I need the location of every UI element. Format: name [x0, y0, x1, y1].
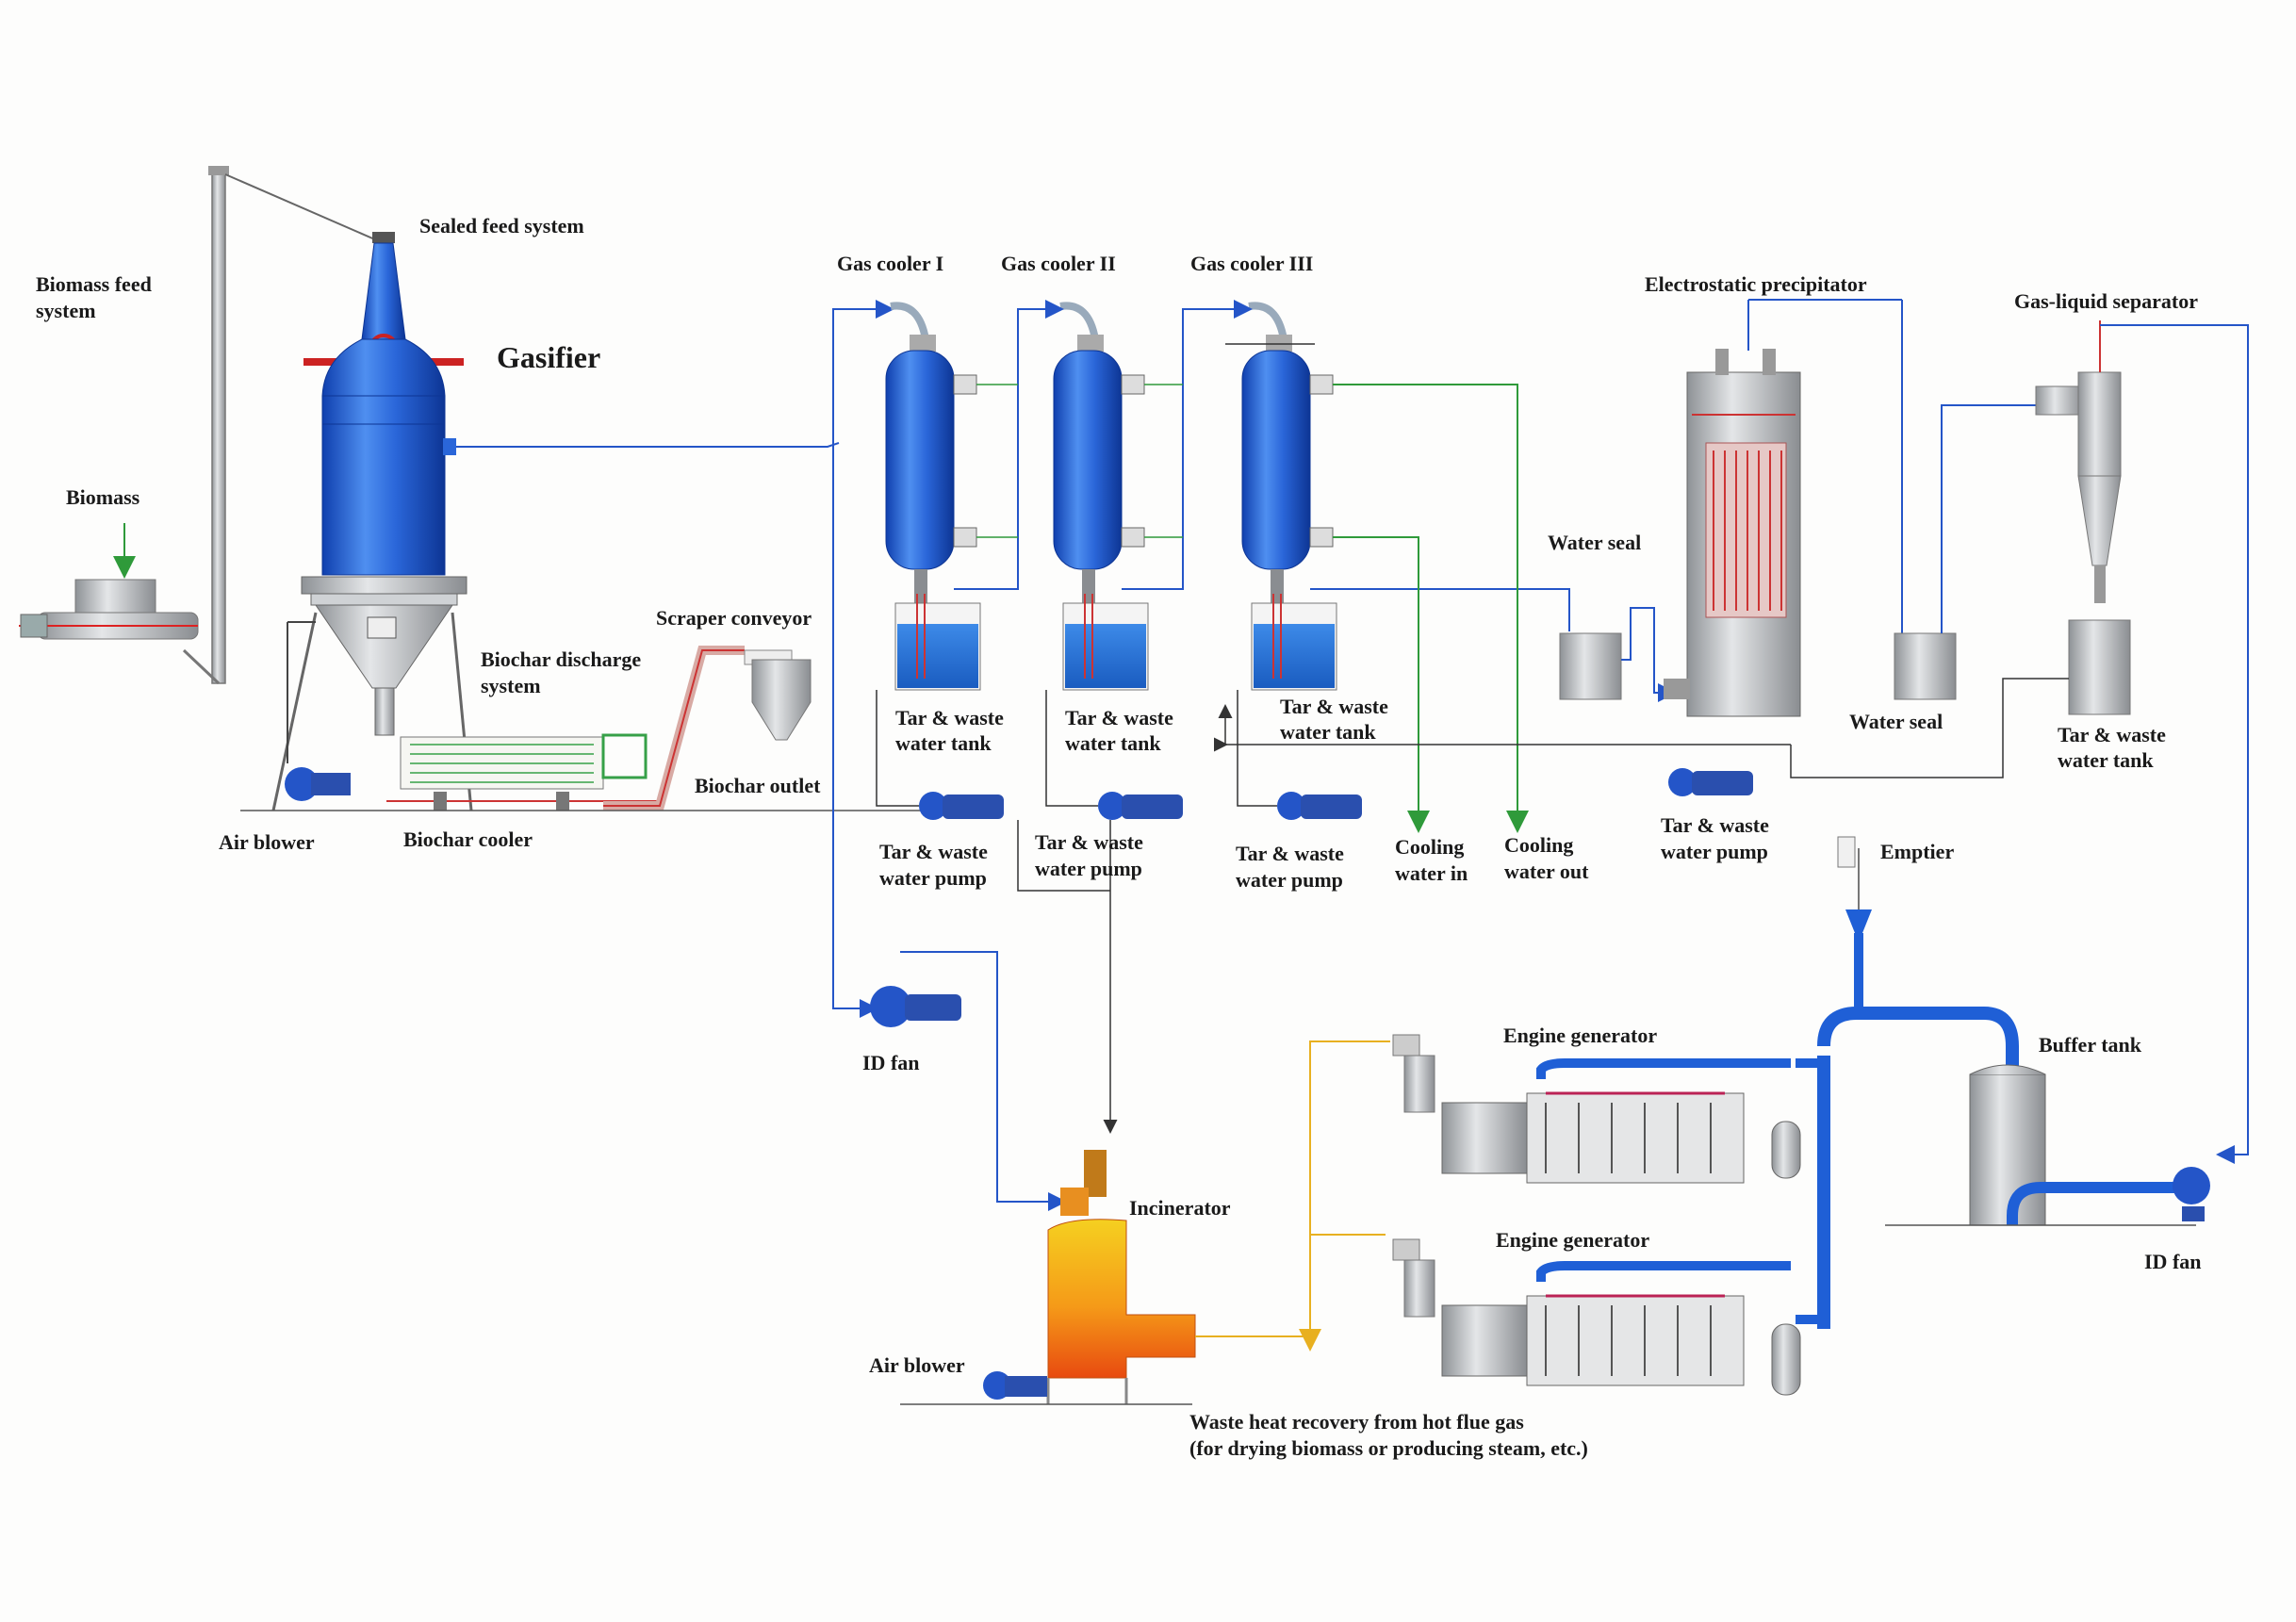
label-engine-generator-1: Engine generator: [1503, 1024, 1658, 1047]
label-water-seal-2: Water seal: [1849, 710, 1943, 733]
gasifier: [271, 232, 473, 811]
label-buffer-tank: Buffer tank: [2039, 1033, 2141, 1057]
label-cooling-water-in-line2: water in: [1395, 861, 1468, 885]
label-incinerator: Incinerator: [1129, 1196, 1231, 1220]
gas-cooler-1: [885, 302, 981, 691]
label-id-fan-1: ID fan: [862, 1051, 920, 1074]
label-biochar-discharge-line1: Biochar discharge: [481, 647, 642, 671]
label-tar-tank-1-line2: water tank: [895, 731, 992, 755]
water-seal-2: [1894, 404, 2036, 700]
scraper-conveyor: [603, 646, 812, 811]
label-biomass-feed-system-line1: Biomass feed: [36, 272, 152, 296]
label-biochar-cooler: Biochar cooler: [403, 827, 533, 851]
id-fan-2: [2173, 1167, 2210, 1221]
label-biochar-outlet: Biochar outlet: [695, 774, 821, 797]
label-scraper-conveyor: Scraper conveyor: [656, 606, 812, 630]
gas-liquid-separator: [1790, 320, 2249, 1164]
label-air-blower-2: Air blower: [869, 1353, 965, 1377]
label-pump-3-line1: Tar & waste: [1236, 842, 1344, 865]
label-gas-liquid-separator: Gas-liquid separator: [2014, 289, 2198, 313]
label-gas-cooler-2: Gas cooler II: [1001, 252, 1116, 275]
air-blower-2: [983, 1371, 1047, 1400]
label-pump-4-line1: Tar & waste: [1661, 813, 1769, 837]
label-pump-2-line2: water pump: [1035, 857, 1142, 880]
label-gas-cooler-1: Gas cooler I: [837, 252, 944, 275]
label-tar-tank-4-line1: Tar & waste: [2058, 723, 2166, 746]
label-pump-4-line2: water pump: [1661, 840, 1768, 863]
label-engine-generator-2: Engine generator: [1496, 1228, 1650, 1252]
label-biomass-feed-system-line2: system: [36, 299, 96, 322]
label-tar-tank-4-line2: water tank: [2058, 748, 2154, 772]
label-water-seal-1: Water seal: [1548, 531, 1642, 554]
pump-1: [919, 792, 1004, 820]
label-cooling-water-out-line1: Cooling: [1504, 833, 1574, 857]
label-tar-tank-2-line2: water tank: [1065, 731, 1161, 755]
label-electrostatic-precipitator: Electrostatic precipitator: [1645, 272, 1867, 296]
label-cooling-water-out-line2: water out: [1504, 860, 1589, 883]
label-tar-tank-1-line1: Tar & waste: [895, 706, 1004, 729]
label-pump-1-line1: Tar & waste: [879, 840, 988, 863]
electrostatic-precipitator: [1664, 299, 1903, 717]
incinerator: [900, 1150, 1196, 1405]
air-blower-1: [240, 767, 957, 811]
label-tar-tank-3-line1: Tar & waste: [1280, 695, 1388, 718]
buffer-tank: [1885, 1064, 2196, 1226]
biochar-cooler: [386, 733, 660, 811]
id-fan-1: [870, 951, 1067, 1211]
label-cooling-water-in-line1: Cooling: [1395, 835, 1465, 859]
pump-4: [1668, 768, 1753, 796]
engine-generator-2: [1392, 1238, 1801, 1396]
gas-cooler-3: [1241, 302, 1337, 691]
label-id-fan-2: ID fan: [2144, 1250, 2202, 1273]
label-sealed-feed-system: Sealed feed system: [419, 214, 584, 238]
label-gasifier: Gasifier: [497, 340, 601, 374]
gas-header: [1796, 836, 2019, 1329]
pump-3: [1277, 792, 1362, 820]
engine-generator-1: [1392, 1034, 1801, 1184]
label-air-blower-1: Air blower: [219, 830, 315, 854]
label-biochar-discharge-line2: system: [481, 674, 541, 697]
label-pump-2-line1: Tar & waste: [1035, 830, 1143, 854]
label-pump-3-line2: water pump: [1236, 868, 1343, 892]
label-tar-tank-3-line2: water tank: [1280, 720, 1376, 744]
label-tar-tank-2-line1: Tar & waste: [1065, 706, 1173, 729]
water-seal-1: [1559, 607, 1677, 702]
label-biomass: Biomass: [66, 485, 140, 509]
label-gas-cooler-3: Gas cooler III: [1190, 252, 1314, 275]
pump-2: [1098, 792, 1183, 820]
gas-cooler-2: [1053, 302, 1149, 691]
label-waste-heat-line2: (for drying biomass or producing steam, …: [1189, 1436, 1588, 1460]
biomass-feed-system: [19, 166, 378, 685]
label-pump-1-line2: water pump: [879, 866, 987, 890]
label-waste-heat-line1: Waste heat recovery from hot flue gas: [1189, 1410, 1524, 1434]
label-emptier: Emptier: [1880, 840, 1955, 863]
